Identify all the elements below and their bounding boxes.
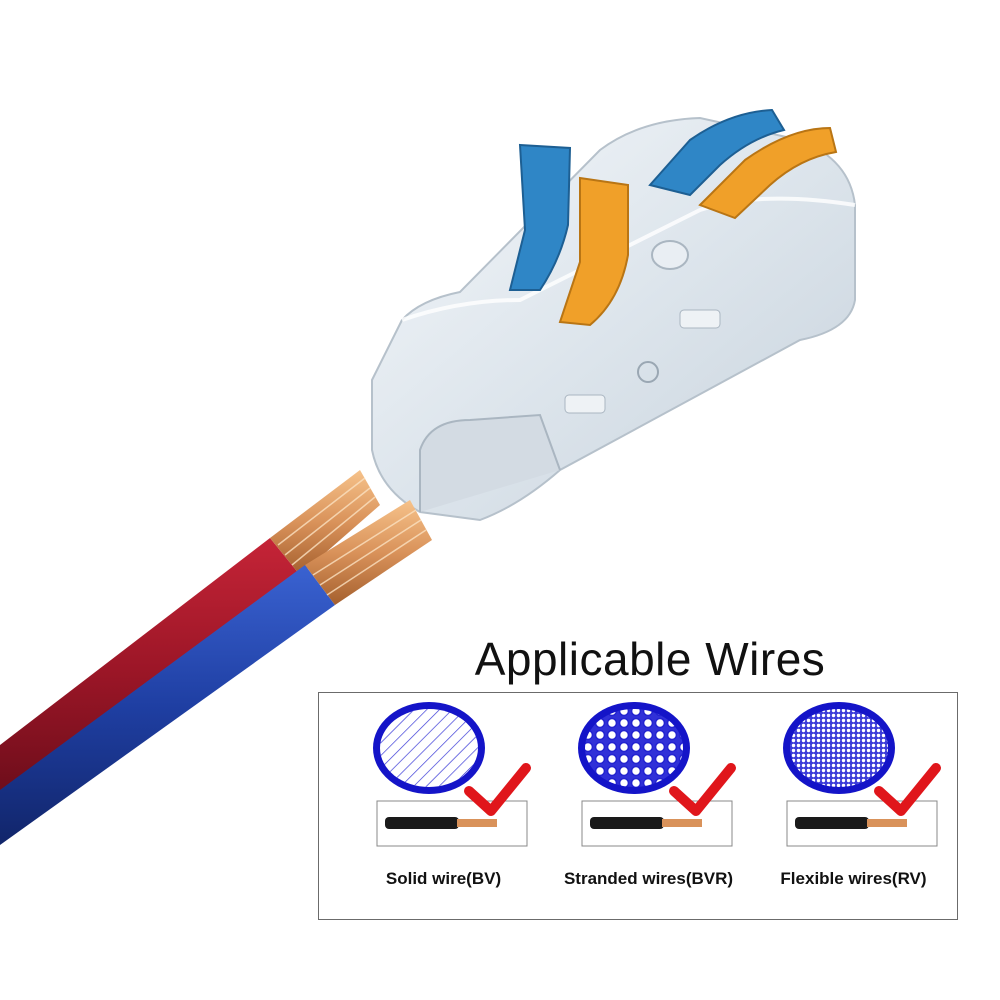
blue-lever-front <box>508 143 572 291</box>
stranded-wire-cross-section-icon <box>578 702 736 847</box>
blue-lever-back <box>648 108 786 197</box>
wire-type-solid: Solid wire(BV) <box>341 693 546 919</box>
wire-type-label: Solid wire(BV) <box>385 869 502 888</box>
check-icon <box>874 763 941 816</box>
wire-type-flexible: Flexible wires(RV) <box>751 693 956 919</box>
blue-wire <box>0 500 432 845</box>
wire-type-label: Stranded wires(BVR) <box>563 869 734 888</box>
red-wire <box>0 470 380 800</box>
flexible-wire-cross-section-icon <box>783 702 941 847</box>
wire-type-label: Flexible wires(RV) <box>780 869 927 888</box>
orange-lever-back <box>698 126 838 220</box>
check-icon <box>669 763 736 816</box>
wire-type-stranded: Stranded wires(BVR) <box>546 693 751 919</box>
solid-wire-cross-section-icon <box>373 702 531 847</box>
applicable-wires-heading: Applicable Wires <box>474 633 826 685</box>
lever-connector <box>371 108 856 522</box>
orange-lever-front <box>558 176 629 327</box>
check-icon <box>464 763 531 816</box>
wire-types-panel: Solid wire(BV) Stranded wires(BVR) <box>318 692 958 920</box>
